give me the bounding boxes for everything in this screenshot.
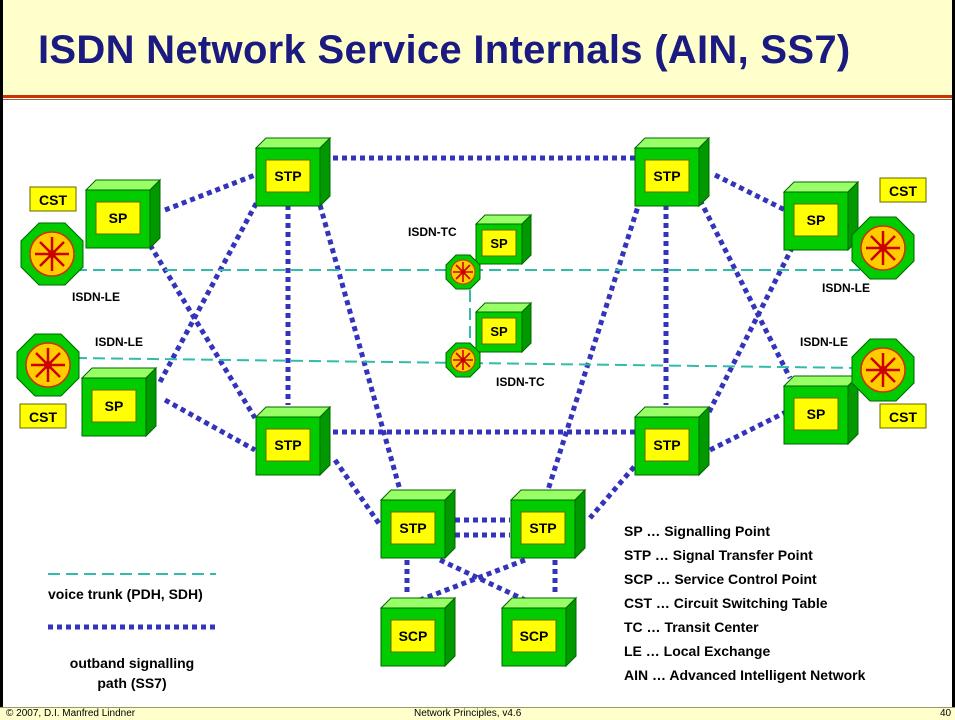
svg-text:STP: STP [274, 168, 301, 184]
abbreviation-item: LE … Local Exchange [624, 643, 770, 659]
cst-box-top-right: CST [879, 177, 927, 203]
sp-node-tc-lower: SP [475, 302, 532, 353]
scp-node-right: SCP [501, 597, 577, 667]
stp-node-top-right: STP [634, 137, 710, 207]
scp-node-left: SCP [380, 597, 456, 667]
svg-text:SCP: SCP [520, 628, 549, 644]
signalling-links [147, 155, 798, 603]
svg-text:SP: SP [105, 398, 124, 414]
abbreviation-item: SP … Signalling Point [624, 523, 770, 539]
svg-text:CST: CST [889, 183, 917, 199]
slide-right-border [952, 0, 955, 720]
legend: voice trunk (PDH, SDH) outband signallin… [48, 573, 216, 691]
legend-signalling-label-1: outband signalling [70, 655, 194, 671]
sp-node-top-left: SP [85, 179, 161, 249]
legend-voice-trunk-label: voice trunk (PDH, SDH) [48, 586, 203, 602]
abbreviation-item: CST … Circuit Switching Table [624, 595, 828, 611]
switch-icon [850, 337, 916, 403]
svg-text:CST: CST [889, 409, 917, 425]
cst-box-bottom-right: CST [879, 403, 927, 429]
title-bar: ISDN Network Service Internals (AIN, SS7… [0, 0, 955, 95]
isdn-le-label: ISDN-LE [822, 281, 870, 295]
svg-text:SCP: SCP [399, 628, 428, 644]
voice-trunks [74, 269, 861, 369]
isdn-tc-label: ISDN-TC [496, 375, 545, 389]
svg-text:STP: STP [274, 437, 301, 453]
switch-icon [445, 254, 481, 290]
svg-text:CST: CST [29, 409, 57, 425]
abbreviation-item: TC … Transit Center [624, 619, 759, 635]
slide-left-border [0, 0, 3, 720]
abbreviation-item: AIN … Advanced Intelligent Network [624, 667, 866, 683]
svg-text:SP: SP [490, 236, 508, 251]
svg-text:STP: STP [399, 520, 426, 536]
abbreviation-list: SP … Signalling Point STP … Signal Trans… [624, 523, 866, 683]
switch-icon [445, 342, 481, 378]
stp-node-mid-right: STP [634, 406, 710, 476]
sp-node-bottom-right: SP [783, 375, 859, 445]
svg-text:SP: SP [109, 210, 128, 226]
switch-icon [15, 332, 81, 398]
svg-text:SP: SP [490, 324, 508, 339]
cst-box-top-left: CST [29, 186, 77, 212]
switch-icon [19, 221, 85, 287]
sp-node-top-right: SP [783, 181, 859, 251]
stp-node-top-left: STP [255, 137, 331, 207]
page-title: ISDN Network Service Internals (AIN, SS7… [38, 28, 851, 72]
sp-node-tc-upper: SP [475, 214, 532, 265]
title-divider [0, 95, 955, 98]
svg-text:STP: STP [653, 437, 680, 453]
isdn-tc-label: ISDN-TC [408, 225, 457, 239]
stp-node-bottom-left: STP [380, 489, 456, 559]
switch-icon [850, 215, 916, 281]
isdn-le-label: ISDN-LE [72, 290, 120, 304]
isdn-le-label: ISDN-LE [800, 335, 848, 349]
svg-text:SP: SP [807, 212, 826, 228]
sp-node-bottom-left: SP [81, 367, 157, 437]
title-divider-thin [0, 99, 955, 100]
svg-text:STP: STP [653, 168, 680, 184]
stp-node-mid-left: STP [255, 406, 331, 476]
footer-bar [0, 707, 955, 720]
abbreviation-item: STP … Signal Transfer Point [624, 547, 813, 563]
isdn-le-label: ISDN-LE [95, 335, 143, 349]
abbreviation-item: SCP … Service Control Point [624, 571, 817, 587]
legend-signalling-label-2: path (SS7) [97, 675, 166, 691]
cst-box-bottom-left: CST [19, 403, 67, 429]
svg-text:SP: SP [807, 406, 826, 422]
footer-page-number: 40 [940, 708, 952, 719]
svg-text:STP: STP [529, 520, 556, 536]
footer-course: Network Principles, v4.6 [414, 708, 522, 719]
stp-node-bottom-right: STP [510, 489, 586, 559]
footer-copyright: © 2007, D.I. Manfred Lindner [6, 708, 136, 719]
svg-text:CST: CST [39, 192, 67, 208]
